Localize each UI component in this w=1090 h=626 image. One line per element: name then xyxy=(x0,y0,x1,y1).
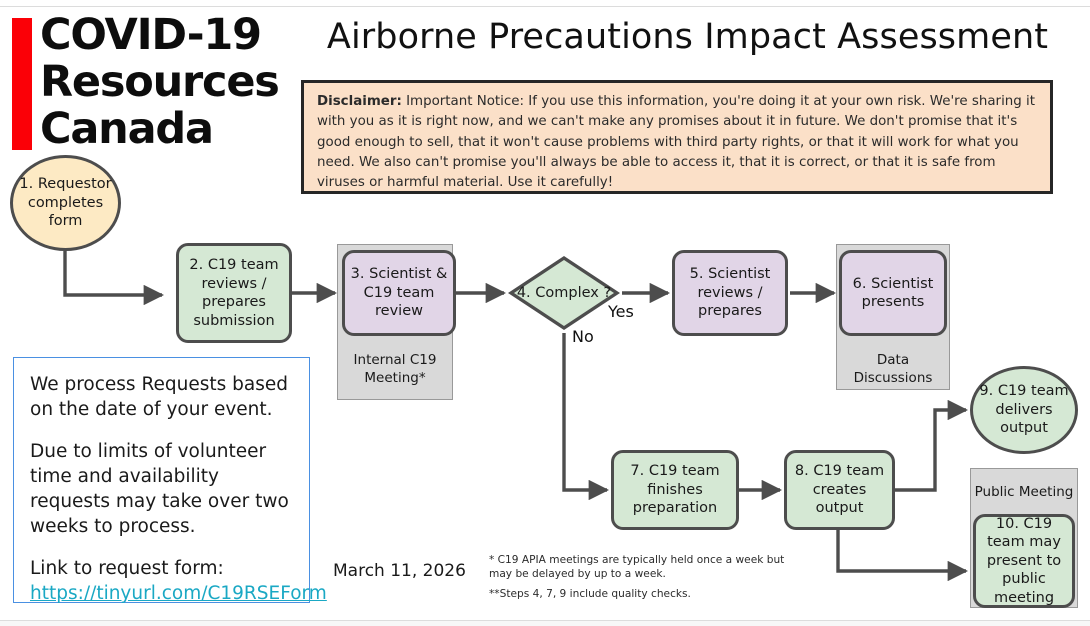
pool-internal-c19-meeting-label: Internal C19 Meeting* xyxy=(353,352,437,386)
disclaimer-body: Important Notice: If you use this inform… xyxy=(317,94,1035,191)
flow-node-8-c19-team-creates-output[interactable]: 8. C19 team creates output xyxy=(784,450,895,530)
logo-line-2: Resources xyxy=(40,57,280,107)
diamond-shape-icon xyxy=(508,255,620,331)
flow-node-5-scientist-reviews-prepares[interactable]: 5. Scientist reviews / prepares xyxy=(672,250,788,336)
logo-line-3: Canada xyxy=(40,104,214,154)
flow-node-6-label: 6. Scientist presents xyxy=(852,275,934,311)
flow-node-2-c19-team-reviews[interactable]: 2. C19 team reviews / prepares submissio… xyxy=(176,243,292,343)
footnote-meetings: * C19 APIA meetings are typically held o… xyxy=(489,554,785,580)
flow-node-10-label: 10. C19 team may present to public meeti… xyxy=(986,515,1062,606)
bottom-divider xyxy=(0,620,1090,626)
logo-red-bar xyxy=(12,18,32,150)
flow-node-10-c19-team-may-present[interactable]: 10. C19 team may present to public meeti… xyxy=(973,514,1075,608)
flow-node-3-scientist-c19-team-review[interactable]: 3. Scientist & C19 team review xyxy=(342,250,456,336)
pool-public-meeting-label: Public Meeting xyxy=(974,484,1074,500)
flow-node-9-label: 9. C19 team delivers output xyxy=(979,383,1069,437)
flow-node-9-c19-team-delivers-output[interactable]: 9. C19 team delivers output xyxy=(970,366,1078,454)
flow-node-3-label: 3. Scientist & C19 team review xyxy=(350,266,448,320)
disclaimer-box: Disclaimer: Important Notice: If you use… xyxy=(301,80,1053,194)
flow-node-6-scientist-presents[interactable]: 6. Scientist presents xyxy=(839,250,947,336)
processing-info-box: We process Requests based on the date of… xyxy=(13,357,327,606)
top-divider xyxy=(0,0,1090,7)
info-link-label: Link to request form: xyxy=(30,558,224,579)
covid19-resources-canada-logo: COVID-19 Resources Canada xyxy=(12,10,292,162)
flow-node-5-label: 5. Scientist reviews / prepares xyxy=(689,266,771,320)
flow-node-4-complex-decision[interactable]: 4. Complex ? xyxy=(508,255,620,331)
document-date: March 11, 2026 xyxy=(333,561,466,581)
edge-label-yes: Yes xyxy=(608,302,634,321)
flow-node-2-label: 2. C19 team reviews / prepares submissio… xyxy=(189,257,279,329)
flow-node-1-label: 1. Requestor completes form xyxy=(19,176,112,230)
flow-node-1-requestor-completes-form[interactable]: 1. Requestor completes form xyxy=(10,155,121,251)
flow-node-8-label: 8. C19 team creates output xyxy=(794,463,885,517)
logo-wordmark: COVID-19 Resources Canada xyxy=(40,10,280,154)
info-paragraph-2: Due to limits of volunteer time and avai… xyxy=(30,441,289,537)
edge-label-no: No xyxy=(572,327,594,346)
pool-data-discussions-label: Data Discussions xyxy=(853,352,933,386)
logo-line-1: COVID-19 xyxy=(40,10,262,60)
request-form-link[interactable]: https://tinyurl.com/C19RSEForm xyxy=(30,583,327,604)
info-paragraph-3: Link to request form: https://tinyurl.co… xyxy=(30,556,327,606)
flow-node-7-label: 7. C19 team finishes preparation xyxy=(630,463,720,517)
disclaimer-lead: Disclaimer: xyxy=(317,94,402,109)
info-paragraph-1: We process Requests based on the date of… xyxy=(30,374,288,420)
page-title: Airborne Precautions Impact Assessment xyxy=(326,17,1049,57)
footnote-quality-checks: **Steps 4, 7, 9 include quality checks. xyxy=(489,588,691,600)
flow-node-7-c19-team-finishes-preparation[interactable]: 7. C19 team finishes preparation xyxy=(611,450,739,530)
